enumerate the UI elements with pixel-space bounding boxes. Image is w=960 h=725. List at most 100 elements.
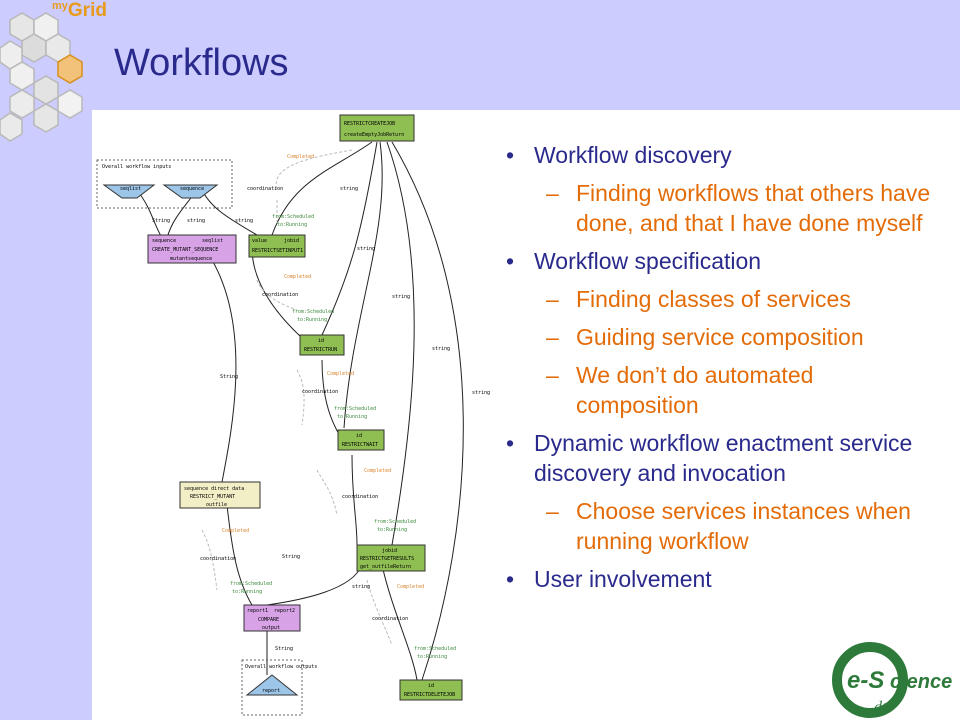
node-restrict-get-results: jobid RESTRICTGETRESULTS get_outfileRetu… xyxy=(356,544,426,572)
slide-title: Workflows xyxy=(114,42,289,84)
svg-text:string: string xyxy=(352,584,370,590)
svg-text:Completed: Completed xyxy=(287,154,314,160)
mygrid-logo-text: myGrid xyxy=(52,0,107,21)
svg-text:coordination: coordination xyxy=(262,292,298,298)
svg-text:RESTRICT_MUTANT: RESTRICT_MUTANT xyxy=(190,494,235,500)
svg-text:coordination: coordination xyxy=(342,494,378,500)
svg-text:id: id xyxy=(428,683,434,689)
svg-text:COMPARE: COMPARE xyxy=(258,617,279,623)
edge-labels: Completed coordination from:Scheduled to… xyxy=(152,154,490,660)
bullet-workflow-discovery: •Workflow discovery xyxy=(506,142,732,168)
svg-text:Completed: Completed xyxy=(284,274,311,280)
svg-text:RESTRICTSETINPUT1: RESTRICTSETINPUT1 xyxy=(252,248,303,254)
node-restrict-create-job: RESTRICTCREATEJOB createEmptyJobReturn xyxy=(339,114,415,142)
svg-text:String: String xyxy=(220,374,238,380)
svg-text:jobid: jobid xyxy=(284,238,299,244)
svg-text:id: id xyxy=(356,433,362,439)
svg-text:string: string xyxy=(187,218,205,224)
svg-text:from:Scheduled: from:Scheduled xyxy=(230,581,272,587)
svg-text:string: string xyxy=(235,218,253,224)
svg-text:outfile: outfile xyxy=(206,502,227,508)
svg-text:string: string xyxy=(392,294,410,300)
subbullet-no-automated-composition: –We don’t do automated composition xyxy=(546,362,814,418)
title-band xyxy=(98,0,960,110)
svg-text:from:Scheduled: from:Scheduled xyxy=(292,309,334,315)
bullet-list: •Workflow discovery –Finding workflows t… xyxy=(496,140,936,602)
input-sequence xyxy=(162,184,219,199)
svg-text:from:Scheduled: from:Scheduled xyxy=(414,646,456,652)
subbullet-finding-classes: –Finding classes of services xyxy=(546,286,851,312)
svg-text:from:Scheduled: from:Scheduled xyxy=(272,214,314,220)
inputs-frame xyxy=(96,159,233,209)
svg-text:id: id xyxy=(318,338,324,344)
svg-text:Completed: Completed xyxy=(364,468,391,474)
output-report xyxy=(245,674,299,696)
workflow-diagram-panel: Overall workflow inputs Overall workflow… xyxy=(92,110,502,720)
svg-text:e-S: e-S xyxy=(847,667,884,694)
outputs-label: Overall workflow outputs xyxy=(245,664,317,670)
node-restrict-mutant: sequence direct data RESTRICT_MUTANT out… xyxy=(179,481,261,509)
svg-text:Completed: Completed xyxy=(222,528,249,534)
svg-text:sequence: sequence xyxy=(180,186,204,192)
e-science-dti-logo: e-S cience dti xyxy=(832,642,952,718)
svg-text:RESTRICTCREATEJOB: RESTRICTCREATEJOB xyxy=(344,121,395,127)
svg-text:to:Running: to:Running xyxy=(377,527,407,533)
node-restrict-set-input: value jobid RESTRICTSETINPUT1 xyxy=(248,234,306,258)
svg-text:Completed: Completed xyxy=(397,584,424,590)
node-restrict-run: id RESTRICTRUN xyxy=(299,334,345,356)
svg-text:jobid: jobid xyxy=(382,548,397,554)
svg-text:String: String xyxy=(282,554,300,560)
svg-text:get_outfileReturn: get_outfileReturn xyxy=(360,564,411,570)
node-restrict-wait: id RESTRICTWAIT xyxy=(337,429,385,451)
mygrid-logo xyxy=(0,12,83,142)
svg-text:CREATE_MUTANT_SEQUENCE: CREATE_MUTANT_SEQUENCE xyxy=(152,247,218,253)
svg-text:to:Running: to:Running xyxy=(337,414,367,420)
svg-text:createEmptyJobReturn: createEmptyJobReturn xyxy=(344,132,404,138)
svg-text:coordination: coordination xyxy=(302,389,338,395)
svg-text:seqlist: seqlist xyxy=(120,186,141,192)
svg-text:to:Running: to:Running xyxy=(417,654,447,660)
svg-text:Completed: Completed xyxy=(327,371,354,377)
svg-text:string: string xyxy=(340,186,358,192)
svg-text:RESTRICTDELETEJOB: RESTRICTDELETEJOB xyxy=(404,692,455,698)
svg-text:report: report xyxy=(262,688,280,694)
svg-text:dti: dti xyxy=(874,699,891,716)
bullet-dynamic-enactment: •Dynamic workflow enactment service disc… xyxy=(506,430,913,486)
node-restrict-delete-job: id RESTRICTDELETEJOB xyxy=(399,679,463,701)
svg-text:sequence: sequence xyxy=(152,238,176,244)
svg-text:RESTRICTWAIT: RESTRICTWAIT xyxy=(342,442,378,448)
svg-text:coordination: coordination xyxy=(372,616,408,622)
svg-text:coordination: coordination xyxy=(247,186,283,192)
workflow-diagram: Overall workflow inputs Overall workflow… xyxy=(96,114,490,716)
svg-text:RESTRICTRUN: RESTRICTRUN xyxy=(304,347,337,353)
svg-text:to:Running: to:Running xyxy=(277,222,307,228)
node-create-mutant-sequence: sequence seqlist CREATE_MUTANT_SEQUENCE … xyxy=(147,234,237,264)
subbullet-finding-workflows: –Finding workflows that others have done… xyxy=(546,180,931,236)
svg-text:string: string xyxy=(357,246,375,252)
svg-text:RESTRICTGETRESULTS: RESTRICTGETRESULTS xyxy=(360,556,414,562)
svg-text:report1: report1 xyxy=(247,608,268,614)
svg-text:from:Scheduled: from:Scheduled xyxy=(374,519,416,525)
svg-text:string: string xyxy=(432,346,450,352)
bullet-workflow-specification: •Workflow specification xyxy=(506,248,762,274)
svg-text:report2: report2 xyxy=(274,608,295,614)
outputs-frame xyxy=(241,659,303,716)
node-compare: report1 report2 COMPARE output xyxy=(243,604,301,632)
svg-text:String: String xyxy=(275,646,293,652)
svg-text:seqlist: seqlist xyxy=(202,238,223,244)
bullet-user-involvement: •User involvement xyxy=(506,566,712,592)
svg-text:to:Running: to:Running xyxy=(297,317,327,323)
subbullet-choose-instances: –Choose services instances when running … xyxy=(546,498,911,554)
input-seqlist xyxy=(102,184,156,199)
svg-text:cience: cience xyxy=(890,671,952,693)
svg-text:output: output xyxy=(262,625,280,631)
inputs-label: Overall workflow inputs xyxy=(102,164,171,170)
svg-text:coordination: coordination xyxy=(200,556,236,562)
svg-text:to:Running: to:Running xyxy=(232,589,262,595)
svg-text:String: String xyxy=(152,218,170,224)
svg-text:from:Scheduled: from:Scheduled xyxy=(334,406,376,412)
subbullet-guiding-composition: –Guiding service composition xyxy=(546,324,864,350)
svg-text:value: value xyxy=(252,238,267,244)
svg-text:string: string xyxy=(472,390,490,396)
svg-text:mutantsequence: mutantsequence xyxy=(170,256,212,262)
